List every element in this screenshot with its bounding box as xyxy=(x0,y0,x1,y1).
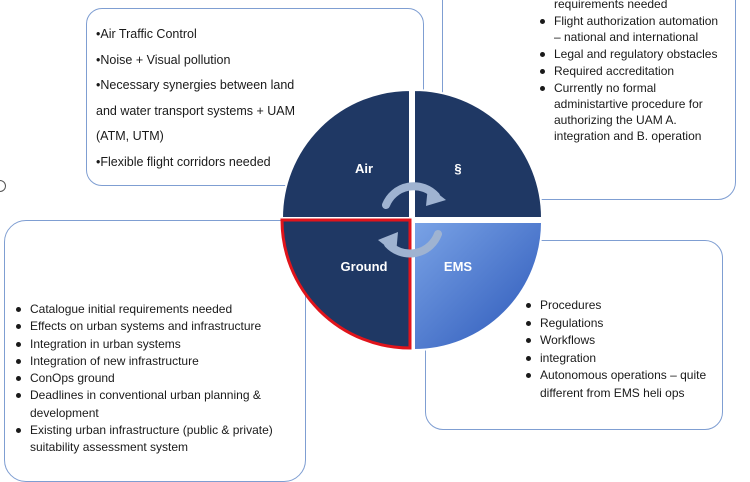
air-issue-item: Necessary synergies between land xyxy=(96,73,406,99)
ground-issue-item: Effects on urban systems and infrastruct… xyxy=(14,318,304,335)
law-issue-item: Currently no formal administartive proce… xyxy=(538,80,728,144)
ems-quadrant-label: EMS xyxy=(443,259,473,274)
ems-issue-item: Procedures xyxy=(524,297,714,315)
air-issue-list: Air Traffic Control Noise + Visual pollu… xyxy=(96,22,406,175)
ground-issue-item: Catalogue initial requirements needed xyxy=(14,301,304,318)
law-quadrant xyxy=(413,88,544,219)
air-quadrant-label: Air xyxy=(354,161,374,176)
cycle-arrow-bottom-head-icon xyxy=(378,232,398,254)
ems-issue-item: Regulations xyxy=(524,315,714,333)
ground-issue-item: ConOps ground xyxy=(14,370,304,387)
ground-issue-item: Integration in urban systems xyxy=(14,336,304,353)
air-issue-item: Noise + Visual pollution xyxy=(96,48,406,74)
ground-callout-box xyxy=(4,220,306,482)
ems-quadrant xyxy=(413,221,544,352)
ground-quadrant xyxy=(280,218,412,350)
ems-issue-item: Workflows xyxy=(524,332,714,350)
air-issue-item: Flexible flight corridors needed xyxy=(96,150,406,176)
air-quadrant xyxy=(280,88,411,219)
law-issue-item: requirements needed xyxy=(554,0,668,11)
ground-issue-item: Integration of new infrastructure xyxy=(14,353,304,370)
law-issue-item: Flight authorization automation – nation… xyxy=(538,13,728,45)
quadrant-diagram xyxy=(280,88,544,352)
air-issue-item: Air Traffic Control xyxy=(96,22,406,48)
ground-quadrant-label: Ground xyxy=(340,259,388,274)
air-issue-continuation: and water transport systems + UAM xyxy=(96,103,296,118)
ground-issue-list: Catalogue initial requirements needed Ef… xyxy=(14,301,304,457)
cycle-arrow-top-head-icon xyxy=(426,186,446,206)
ems-issue-item: integration xyxy=(524,350,714,368)
law-issue-list: requirements needed Flight authorization… xyxy=(538,0,728,145)
ems-issue-item: Autonomous operations – quite different … xyxy=(524,367,714,402)
air-issue-continuation: (ATM, UTM) xyxy=(96,129,164,143)
ground-issue-item: Deadlines in conventional urban planning… xyxy=(14,387,304,422)
ems-issue-list: Procedures Regulations Workflows integra… xyxy=(524,297,714,402)
law-issue-item: Legal and regulatory obstacles xyxy=(538,46,728,62)
law-issue-item: Required accreditation xyxy=(538,63,728,79)
law-quadrant-label: § xyxy=(454,161,462,176)
